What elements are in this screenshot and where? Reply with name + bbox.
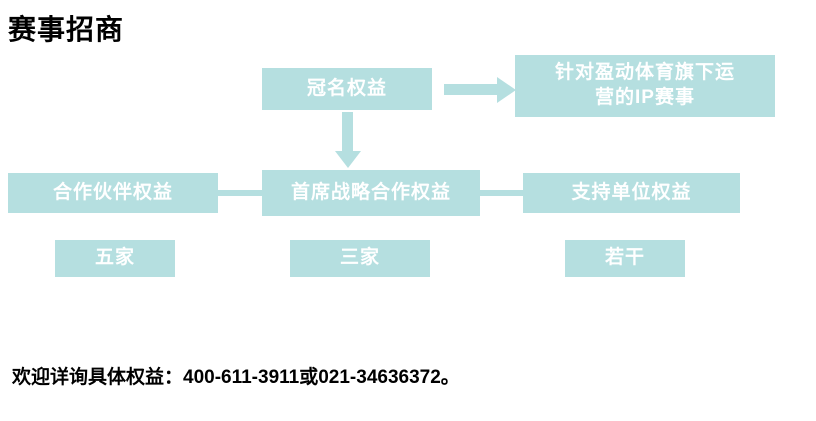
right-arrow-icon xyxy=(497,77,516,103)
right-arrow-shaft xyxy=(444,84,498,95)
connector-partner-chief xyxy=(216,190,264,196)
count-node-chief: 三家 xyxy=(290,240,430,277)
connector-chief-support xyxy=(478,190,525,196)
flow-node-support-unit-rights: 支持单位权益 xyxy=(523,173,740,213)
page-title: 赛事招商 xyxy=(8,15,125,46)
down-arrow-shaft xyxy=(342,112,353,152)
flow-node-partner-rights: 合作伙伴权益 xyxy=(8,173,218,213)
flow-node-ip-events: 针对盈动体育旗下运 营的IP赛事 xyxy=(515,55,775,117)
down-arrow-icon xyxy=(335,151,361,168)
flow-node-chief-strategic-rights: 首席战略合作权益 xyxy=(262,170,480,216)
count-node-partner: 五家 xyxy=(55,240,175,277)
flow-node-naming-rights: 冠名权益 xyxy=(262,68,432,110)
count-node-support: 若干 xyxy=(565,240,685,277)
contact-info-text: 欢迎详询具体权益：400-611-3911或021-34636372。 xyxy=(12,367,460,388)
